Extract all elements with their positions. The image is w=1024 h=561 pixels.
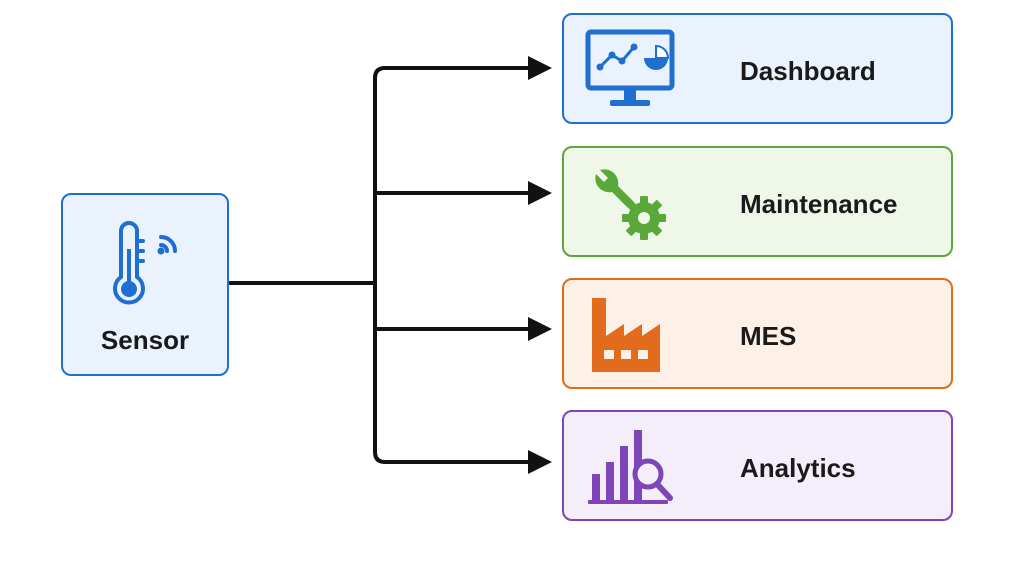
analytics-node: Analytics (562, 410, 953, 521)
arrowhead-analytics (528, 450, 552, 474)
monitor-chart-icon (585, 29, 675, 106)
maintenance-node: Maintenance (562, 146, 953, 257)
arrowhead-maintenance (528, 181, 552, 205)
vertical-bus-line (373, 66, 387, 464)
thermometer-wireless-icon (113, 221, 177, 305)
analytics-label: Analytics (740, 453, 856, 483)
factory-icon (592, 298, 660, 372)
maintenance-label: Maintenance (740, 189, 898, 219)
bar-chart-search-icon (588, 430, 673, 504)
sensor-node: Sensor (61, 193, 229, 376)
dashboard-node: Dashboard (562, 13, 953, 124)
wrench-gear-icon (595, 169, 666, 240)
mes-label: MES (740, 321, 797, 351)
mes-node: MES (562, 278, 953, 389)
arrowhead-dashboard (528, 56, 552, 80)
dashboard-label: Dashboard (740, 56, 876, 86)
arrowhead-mes (528, 317, 552, 341)
sensor-label: Sensor (100, 325, 190, 355)
